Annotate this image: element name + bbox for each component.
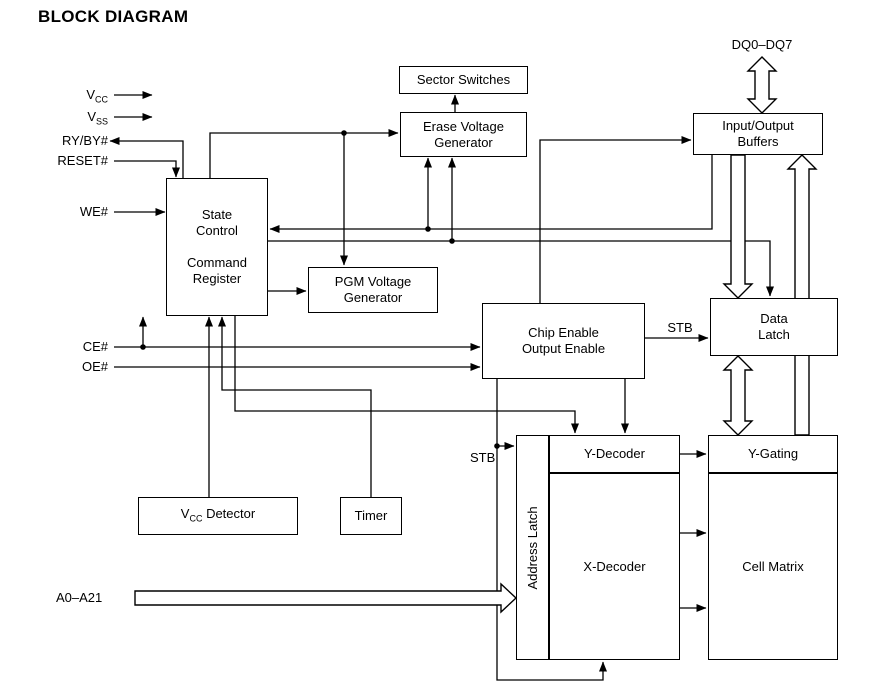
block-state-control-command-register: State Control Command Register [166, 178, 268, 316]
signal-label-stb-data-latch: STB [667, 320, 693, 335]
bus-arrow-dq-bidirectional [746, 56, 778, 114]
pin-label-vss: VSS [30, 109, 108, 130]
vcc-sub: CC [95, 94, 108, 105]
vcc-detector-label-rest: Detector [202, 505, 256, 521]
pin-label-ryby: RY/BY# [61, 133, 108, 148]
wire-loop-to-x-decoder-bottom [496, 446, 607, 681]
block-timer: Timer [340, 497, 402, 535]
wire-ryby-output [109, 137, 184, 178]
block-x-decoder: X-Decoder [549, 473, 680, 660]
bus-arrow-address-to-latch [134, 582, 518, 614]
vcc-detector-label-sub: CC [189, 513, 203, 524]
page-title: BLOCK DIAGRAM [38, 7, 189, 26]
block-erase-voltage-generator: Erase Voltage Generator [400, 112, 527, 157]
block-cell-matrix: Cell Matrix [708, 473, 838, 660]
wire-timer-to-state-control [218, 316, 372, 497]
block-pgm-voltage-generator: PGM Voltage Generator [308, 267, 438, 313]
wire-io-buffers-to-state-control [269, 155, 713, 233]
bus-arrow-y-gating-to-io [786, 154, 818, 436]
pin-label-vcc: VCC [30, 87, 108, 108]
vcc-base: V [86, 87, 95, 102]
wire-state-control-to-data-latch [268, 240, 774, 297]
block-chip-enable-output-enable: Chip Enable Output Enable [482, 303, 645, 379]
pin-label-ce: CE# [82, 339, 108, 354]
wire-chip-enable-to-io-buffers [539, 136, 692, 303]
wire-stb-to-address-latch [496, 379, 515, 450]
vss-sub: SS [95, 116, 108, 127]
bus-arrow-data-latch-y-gating [722, 355, 754, 436]
block-y-gating: Y-Gating [708, 435, 838, 473]
signal-label-stb-address-latch: STB [470, 450, 496, 465]
bus-label-address: A0–A21 [56, 590, 103, 605]
block-data-latch: Data Latch [710, 298, 838, 356]
wire-state-control-to-pgm-top [209, 132, 348, 266]
bus-label-data: DQ0–DQ7 [731, 37, 793, 52]
bus-arrow-io-to-data-latch [722, 154, 754, 299]
vcc-detector-label-base: V [180, 505, 190, 521]
wire-reset-to-state-control [114, 160, 180, 178]
junction-dots [140, 130, 500, 449]
address-latch-label: Address Latch [524, 505, 540, 590]
pin-label-reset: RESET# [57, 153, 108, 168]
block-y-decoder: Y-Decoder [549, 435, 680, 473]
pin-label-oe: OE# [81, 359, 108, 374]
block-sector-switches: Sector Switches [399, 66, 528, 94]
wire-state-control-to-y-decoder [234, 316, 579, 434]
block-io-buffers: Input/Output Buffers [693, 113, 823, 155]
block-vcc-detector: VCC Detector [138, 497, 298, 535]
pin-label-we: WE# [79, 204, 108, 219]
vss-base: V [87, 109, 96, 124]
block-address-latch: Address Latch [516, 435, 549, 660]
